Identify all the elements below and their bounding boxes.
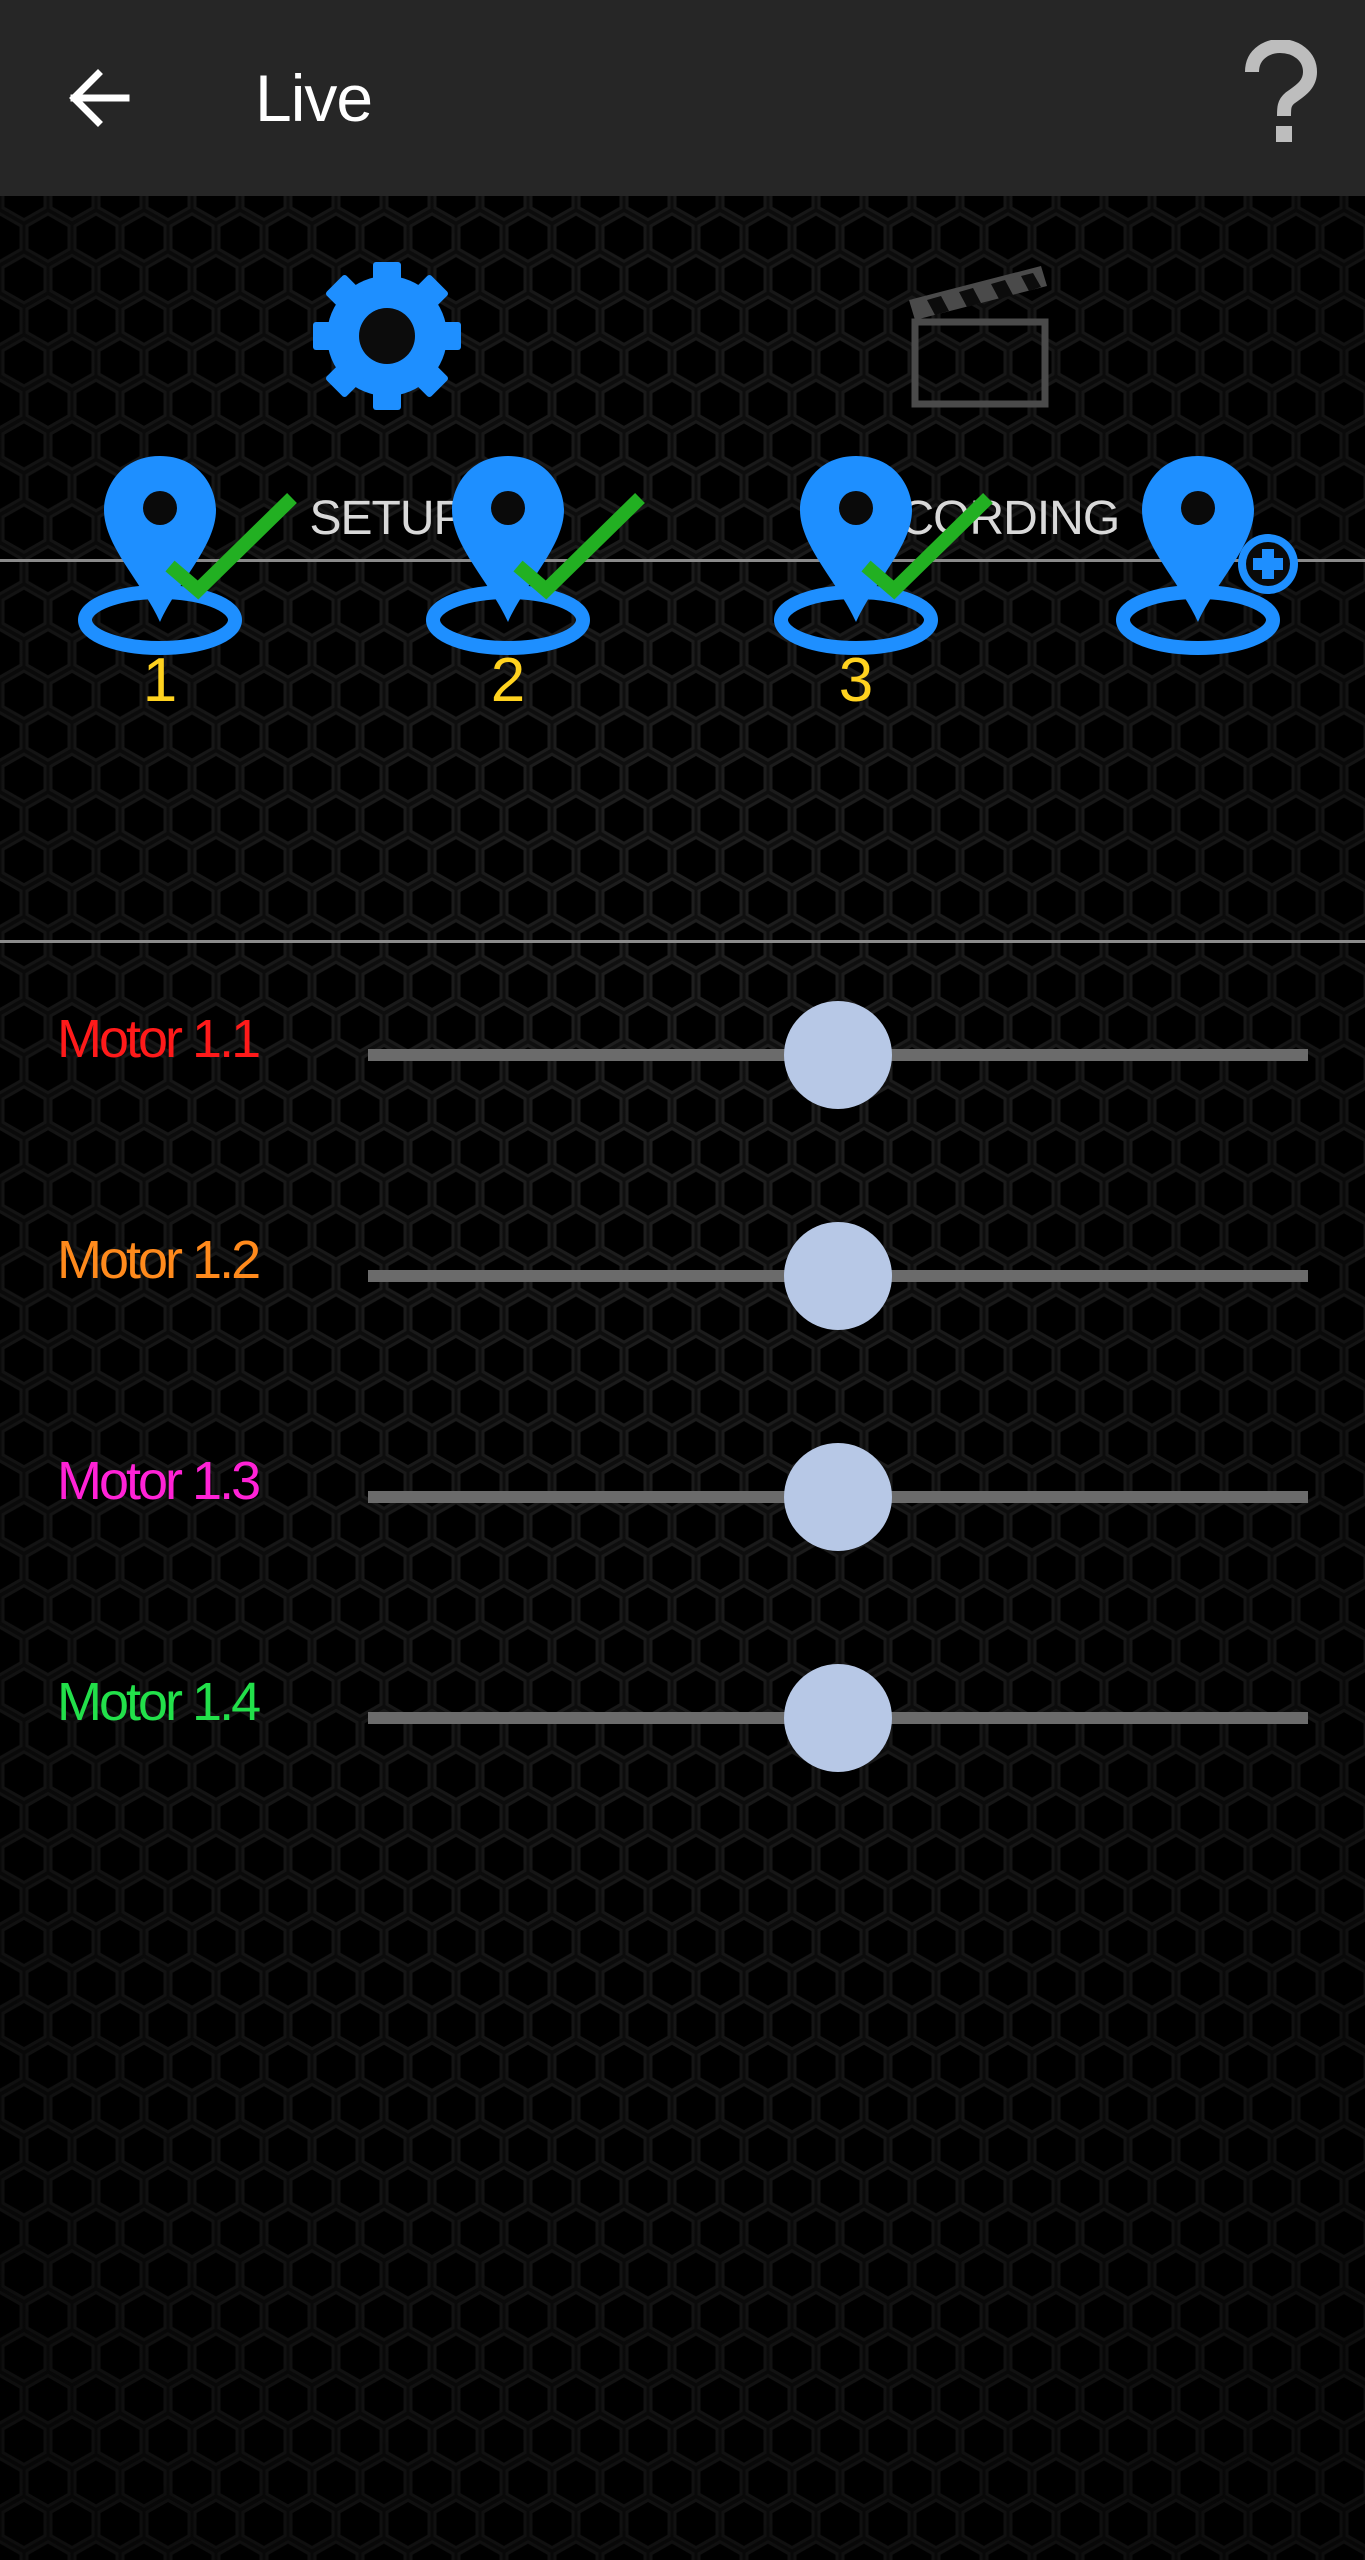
back-button[interactable] [60,58,140,138]
slider-thumb[interactable] [784,1222,892,1330]
app-bar: Live [0,0,1365,196]
slider-thumb[interactable] [784,1443,892,1551]
waypoint-2-number: 2 [490,646,526,715]
slider-thumb[interactable] [784,1001,892,1109]
add-waypoint-button[interactable] [1098,446,1338,716]
waypoint-3[interactable]: 3 [756,446,996,716]
motor-row: Motor 1.4 [0,1662,1365,1772]
motor-label: Motor 1.2 [57,1230,261,1290]
divider-bottom [0,940,1365,943]
motor-label: Motor 1.3 [57,1451,261,1511]
arrow-left-icon [69,69,130,127]
waypoint-2[interactable]: 2 [408,446,648,716]
waypoint-1-number: 1 [142,646,178,715]
help-button[interactable] [1240,38,1320,150]
main-content: SETUP RECORDING 1 [0,196,1365,2560]
motor-slider[interactable] [368,1220,1308,1330]
tab-setup-label: SETUP [309,492,465,545]
slider-thumb[interactable] [784,1664,892,1772]
waypoint-3-number: 3 [838,646,874,715]
tab-setup[interactable]: SETUP [207,256,567,545]
motor-row: Motor 1.3 [0,1441,1365,1551]
waypoint-1[interactable]: 1 [60,446,300,716]
motor-label: Motor 1.1 [57,1009,261,1069]
page-title: Live [255,61,373,135]
honeycomb-background [0,196,1365,2560]
motor-label: Motor 1.4 [57,1672,261,1732]
location-pin-add-icon [1116,456,1298,655]
location-pin-check-icon [78,456,297,655]
clapperboard-icon [909,266,1049,408]
question-mark-icon [1245,38,1318,142]
gear-icon [313,262,461,410]
motor-slider[interactable] [368,1662,1308,1772]
motor-slider[interactable] [368,999,1308,1109]
location-pin-check-icon [426,456,645,655]
motor-row: Motor 1.1 [0,999,1365,1109]
divider-top [0,559,1365,562]
motor-row: Motor 1.2 [0,1220,1365,1330]
location-pin-check-icon [774,456,993,655]
motor-slider[interactable] [368,1441,1308,1551]
